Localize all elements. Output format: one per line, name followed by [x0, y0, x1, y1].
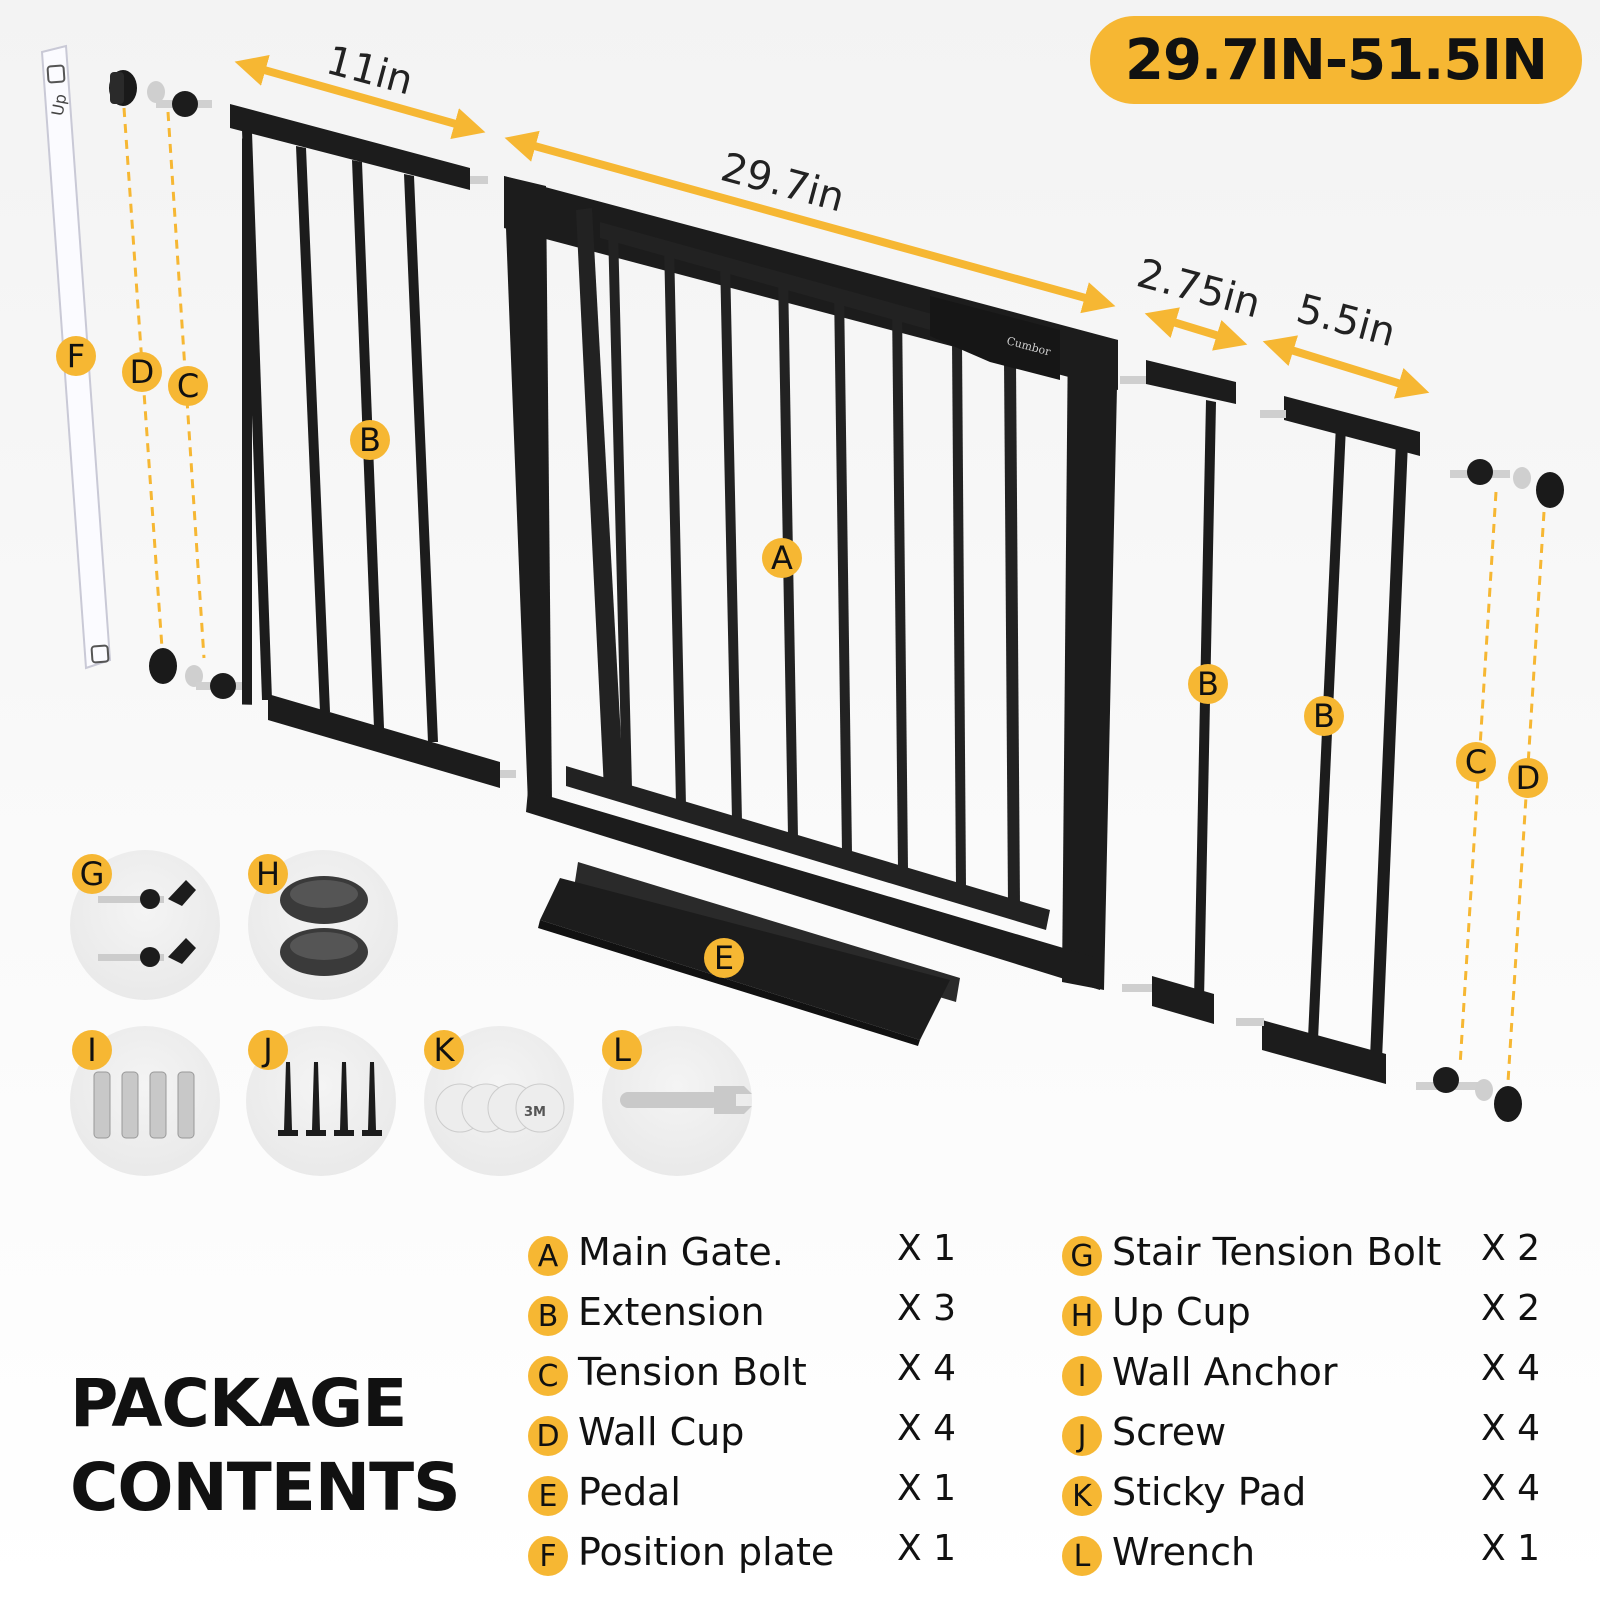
- item-letter-badge: C: [528, 1356, 568, 1396]
- item-letter-badge: A: [528, 1236, 568, 1276]
- callout-pedal: E: [704, 938, 744, 978]
- item-name: Wall Cup: [578, 1410, 745, 1454]
- item-quantity: X 2: [1480, 1288, 1540, 1329]
- callout-accessory-l: L: [602, 1030, 642, 1070]
- wrench-icon: [620, 1086, 752, 1114]
- item-quantity: X 1: [896, 1468, 956, 1509]
- item-quantity: X 1: [1480, 1528, 1540, 1569]
- item-quantity: X 2: [1480, 1228, 1540, 1269]
- title-line-1: PACKAGE: [70, 1365, 407, 1442]
- item-letter-badge: K: [1062, 1476, 1102, 1516]
- item-quantity: X 1: [896, 1528, 956, 1569]
- item-name: Stair Tension Bolt: [1112, 1230, 1442, 1274]
- callout-extension-left: B: [350, 420, 390, 460]
- callout-accessory-j: J: [248, 1030, 288, 1070]
- callout-wall-cup-right: D: [1508, 758, 1548, 798]
- callout-accessory-h: H: [248, 854, 288, 894]
- item-quantity: X 4: [896, 1348, 956, 1389]
- item-name: Extension: [578, 1290, 765, 1334]
- item-letter-badge: J: [1062, 1416, 1102, 1456]
- item-quantity: X 3: [896, 1288, 956, 1329]
- item-quantity: X 4: [1480, 1408, 1540, 1449]
- item-name: Wall Anchor: [1112, 1350, 1338, 1394]
- package-contents-title: PACKAGE CONTENTS: [70, 1362, 461, 1530]
- item-letter-badge: D: [528, 1416, 568, 1456]
- callout-accessory-k: K: [424, 1030, 464, 1070]
- item-letter-badge: E: [528, 1476, 568, 1516]
- item-name: Screw: [1112, 1410, 1227, 1454]
- callout-tension-bolt-left: C: [168, 366, 208, 406]
- item-quantity: X 1: [896, 1228, 956, 1269]
- item-name: Tension Bolt: [578, 1350, 807, 1394]
- item-letter-badge: H: [1062, 1296, 1102, 1336]
- callout-main-gate: A: [762, 538, 802, 578]
- item-letter-badge: L: [1062, 1536, 1102, 1576]
- item-quantity: X 4: [1480, 1468, 1540, 1509]
- item-letter-badge: G: [1062, 1236, 1102, 1276]
- range-badge-text: 29.7IN-51.5IN: [1125, 27, 1548, 93]
- left-hardware: [109, 70, 252, 699]
- callout-accessory-i: I: [72, 1030, 112, 1070]
- up-cup-icon: [280, 876, 368, 976]
- item-letter-badge: I: [1062, 1356, 1102, 1396]
- item-quantity: X 4: [896, 1408, 956, 1449]
- item-quantity: X 4: [1480, 1348, 1540, 1389]
- item-letter-badge: B: [528, 1296, 568, 1336]
- item-letter-badge: F: [528, 1536, 568, 1576]
- right-hardware: [1416, 459, 1564, 1122]
- sticky-pad-brand: 3M: [524, 1105, 546, 1120]
- callout-wall-cup-left: D: [122, 352, 162, 392]
- callout-extension-small: B: [1188, 664, 1228, 704]
- item-name: Pedal: [578, 1470, 681, 1514]
- item-name: Sticky Pad: [1112, 1470, 1307, 1514]
- item-name: Wrench: [1112, 1530, 1256, 1574]
- item-name: Main Gate.: [578, 1230, 784, 1274]
- callout-tension-bolt-right: C: [1456, 742, 1496, 782]
- callout-position-plate: F: [56, 336, 96, 376]
- position-plate-label: Up: [48, 92, 71, 117]
- title-line-2: CONTENTS: [70, 1449, 461, 1526]
- item-name: Up Cup: [1112, 1290, 1251, 1334]
- range-badge: 29.7IN-51.5IN: [1090, 16, 1582, 104]
- pedal: [538, 862, 960, 1046]
- dimension-arrows: [234, 54, 1430, 399]
- item-name: Position plate: [578, 1530, 835, 1574]
- callout-extension-medium: B: [1304, 696, 1344, 736]
- wall-anchor-icon: [93, 1071, 195, 1139]
- stair-tension-bolt-icon: [98, 880, 196, 967]
- sticky-pad-icon: 3M: [435, 1083, 565, 1133]
- callout-accessory-g: G: [72, 854, 112, 894]
- screw-icon: [278, 1062, 382, 1136]
